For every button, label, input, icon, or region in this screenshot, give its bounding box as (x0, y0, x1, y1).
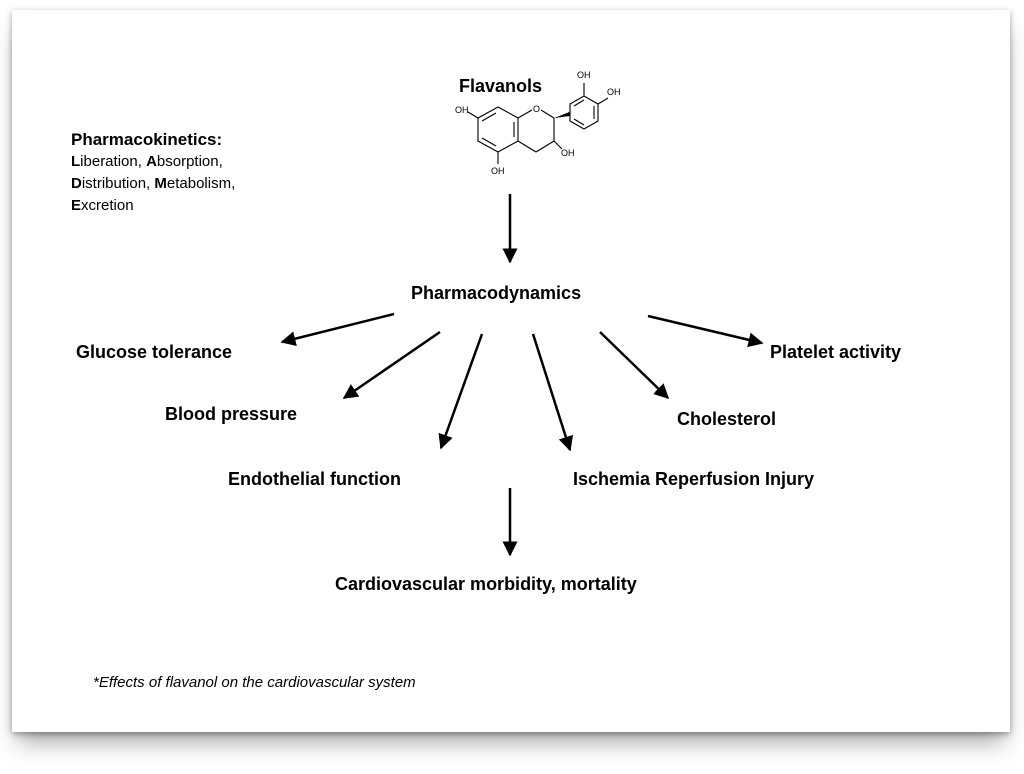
pharmacokinetics-line-3: Excretion (71, 197, 134, 214)
arrow-to-platelet-activity (647, 314, 764, 348)
arrow-to-blood-pressure (342, 330, 441, 400)
arrow-to-endothelial-function (438, 333, 484, 450)
effect-glucose-tolerance: Glucose tolerance (76, 342, 233, 362)
molecule-atom-label: OH (607, 87, 621, 97)
pharmacokinetics-line-2: Distribution, Metabolism, (71, 175, 236, 192)
arrow-to-glucose-tolerance (280, 312, 395, 347)
diagram-card (12, 10, 1010, 732)
molecule-atom-label: OH (491, 166, 505, 176)
pharmacokinetics-line-1: Liberation, Absorption, (71, 153, 223, 170)
effect-platelet-activity: Platelet activity (770, 342, 902, 362)
effect-blood-pressure: Blood pressure (165, 404, 298, 424)
molecule-atom-label: OH (455, 105, 469, 115)
pharmacodynamics-node: Pharmacodynamics (411, 283, 582, 303)
effect-cholesterol: Cholesterol (677, 409, 777, 429)
molecule-atom-label: OH (577, 70, 591, 80)
effect-endothelial-function: Endothelial function (228, 469, 401, 489)
cardiovascular-outcome: Cardiovascular morbidity, mortality (335, 574, 637, 594)
arrow-to-cholesterol (599, 331, 670, 400)
arrow-to-ischemia-reperfusion (531, 333, 574, 452)
effect-ischemia-reperfusion-injury: Ischemia Reperfusion Injury (573, 469, 815, 489)
flavanols-label: Flavanols (459, 76, 543, 96)
figure-footnote: *Effects of flavanol on the cardiovascul… (93, 674, 416, 691)
molecule-atom-label: OH (561, 148, 575, 158)
molecule-atom-label: O (533, 104, 540, 114)
pharmacokinetics-title: Pharmacokinetics: (71, 130, 223, 149)
